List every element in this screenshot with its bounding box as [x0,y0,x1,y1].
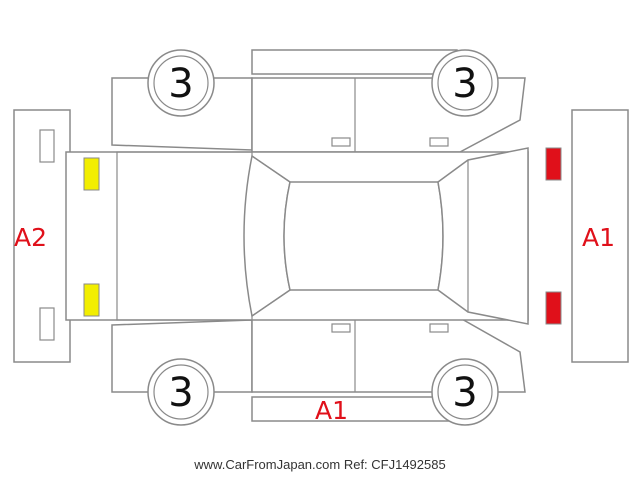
rear-panel-damage-code: A2 [14,223,47,252]
wheel-bottom-right-value: 3 [452,370,477,416]
wheel-bottom-left: 3 [147,358,215,426]
rear-panel [13,109,71,363]
rear-light-bottom-marker [83,283,100,317]
front-light-top-marker [545,147,562,181]
wheel-top-left: 3 [147,49,215,117]
rear-light-top-marker [83,157,100,191]
wheel-top-left-value: 3 [168,61,193,107]
front-panel-damage-code: A1 [582,223,615,252]
wheel-bottom-right: 3 [431,358,499,426]
watermark-caption: www.CarFromJapan.com Ref: CFJ1492585 [194,457,446,472]
car-body-top-view [65,147,529,325]
front-panel [571,109,629,363]
bottom-side-damage-code: A1 [315,396,348,425]
wheel-top-right: 3 [431,49,499,117]
wheel-top-right-value: 3 [452,61,477,107]
top-side-strip [251,49,458,75]
bottom-side-strip [251,396,458,422]
front-light-bottom-marker [545,291,562,325]
wheel-bottom-left-value: 3 [168,370,193,416]
